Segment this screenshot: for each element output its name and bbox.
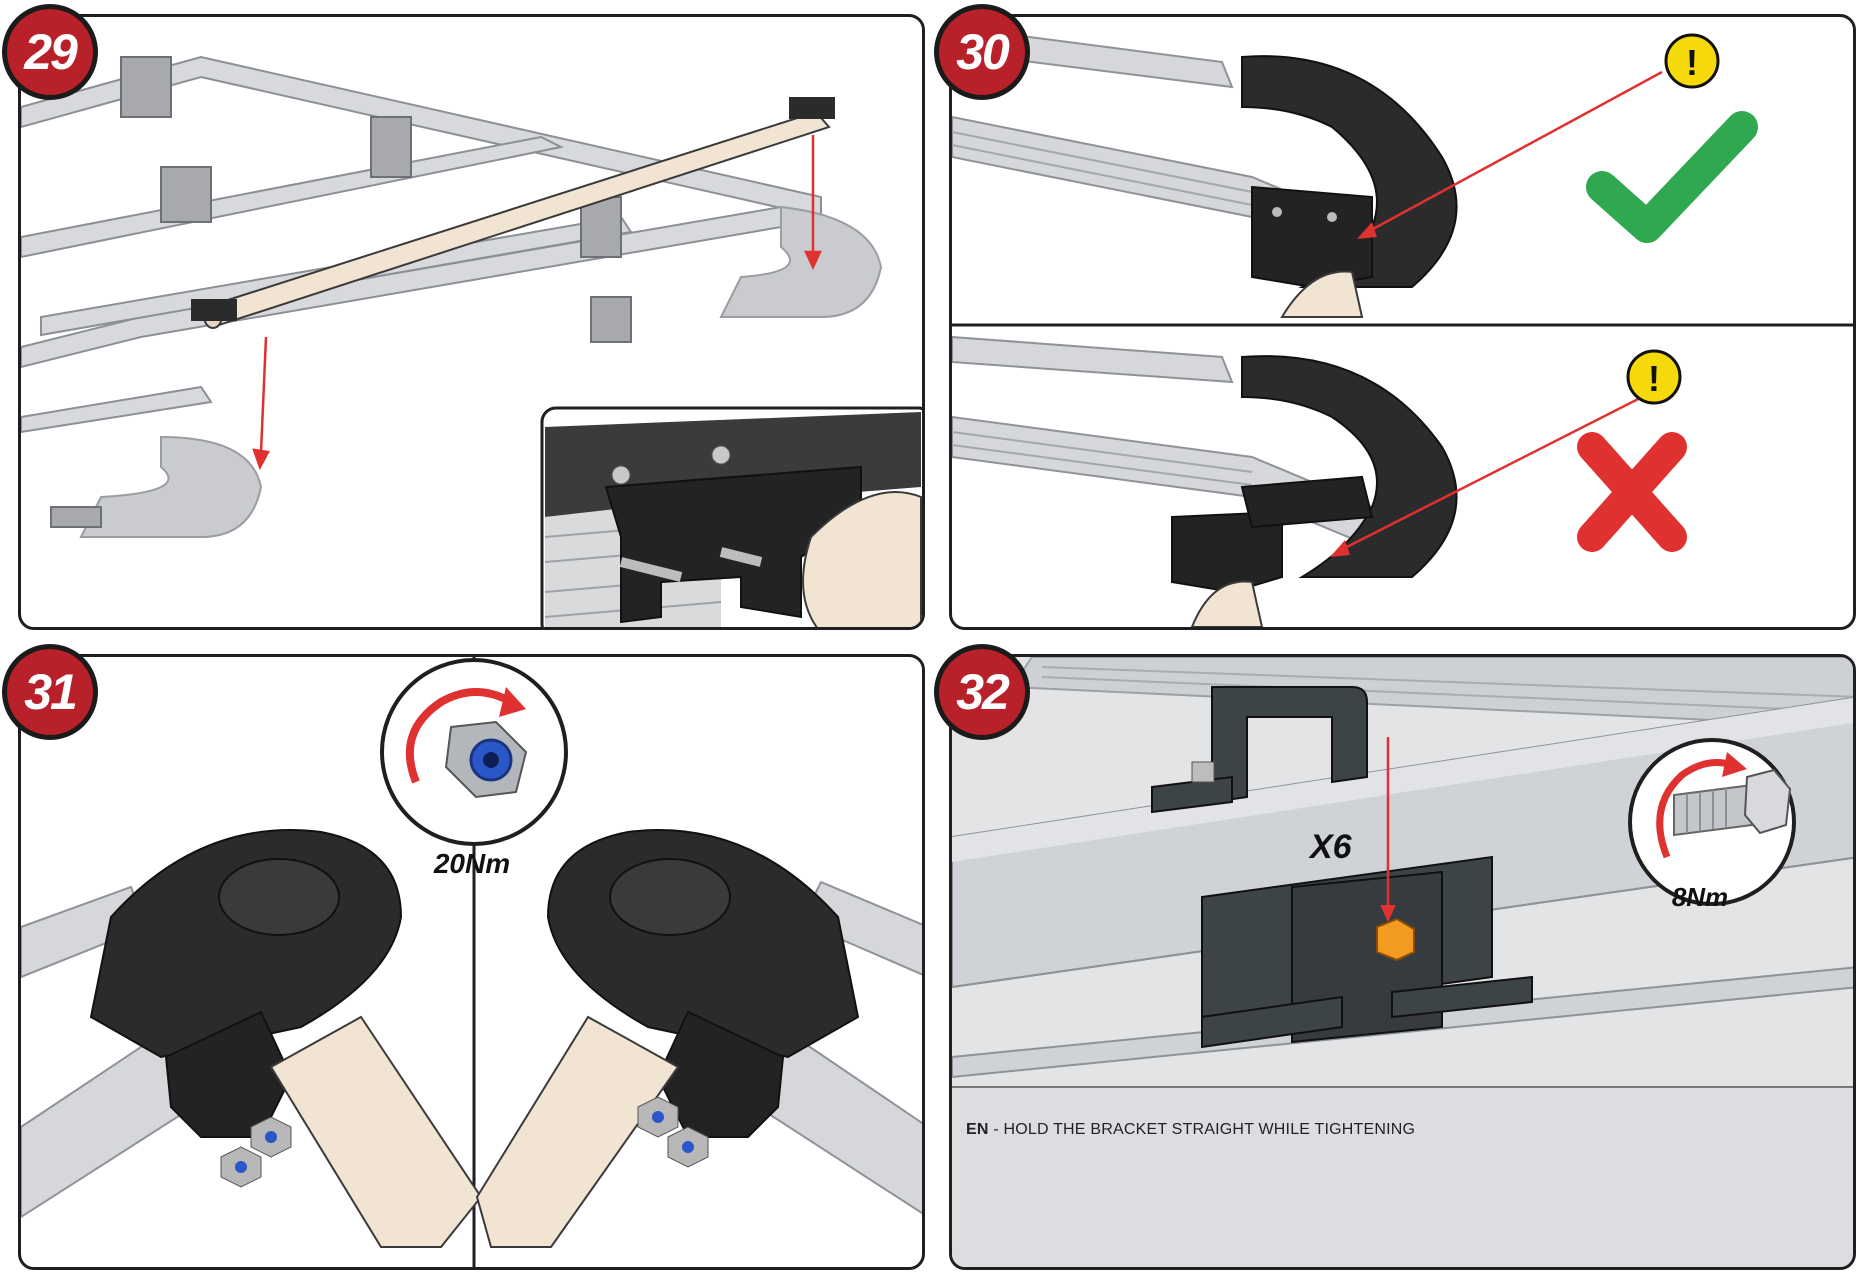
roof-rack-crossbar-illustration	[21, 55, 922, 627]
step-number-badge: 32	[934, 644, 1030, 740]
rotate-arrow-icon	[405, 687, 526, 784]
instruction-note: EN - HOLD THE BRACKET STRAIGHT WHILE TIG…	[966, 1121, 1415, 1139]
bracket-bolt-illustration	[952, 657, 1853, 1267]
note-text: HOLD THE BRACKET STRAIGHT WHILE TIGHTENI…	[1003, 1121, 1416, 1138]
step-32-panel	[949, 654, 1856, 1270]
bolt-torque-label: 8Nm	[1671, 882, 1729, 912]
check-icon	[1586, 111, 1758, 243]
nut-torque-label: 20Nm	[433, 848, 511, 879]
bolt-head-icon	[1376, 917, 1415, 962]
warning-icon	[1626, 349, 1682, 405]
nut-icon	[637, 1096, 709, 1168]
rotate-arrow-icon	[1656, 752, 1747, 859]
svg-text:!: !	[1648, 358, 1660, 399]
bolt-icon	[1673, 768, 1792, 837]
nut-icon	[220, 1116, 292, 1188]
bracket-detail-inset	[540, 406, 922, 627]
note-separator: -	[988, 1121, 1004, 1138]
svg-text:!: !	[1686, 42, 1698, 83]
cross-icon	[1577, 432, 1687, 552]
correct-vs-wrong-alignment-illustration: ! !	[952, 25, 1853, 627]
lock-nut-icon	[444, 720, 528, 799]
step-30-panel: ! !	[949, 14, 1856, 630]
language-code: EN	[966, 1121, 989, 1138]
wrong-alignment	[952, 335, 1653, 627]
nut-tightening-illustration	[21, 657, 922, 1267]
step-31-panel	[18, 654, 925, 1270]
step-number-badge: 29	[2, 4, 98, 100]
step-number-badge: 30	[934, 4, 1030, 100]
warning-icon	[1664, 33, 1720, 89]
step-number-badge: 31	[2, 644, 98, 740]
quantity-label: X6	[1310, 828, 1352, 866]
step-29-panel	[18, 14, 925, 630]
correct-alignment	[952, 25, 1663, 318]
